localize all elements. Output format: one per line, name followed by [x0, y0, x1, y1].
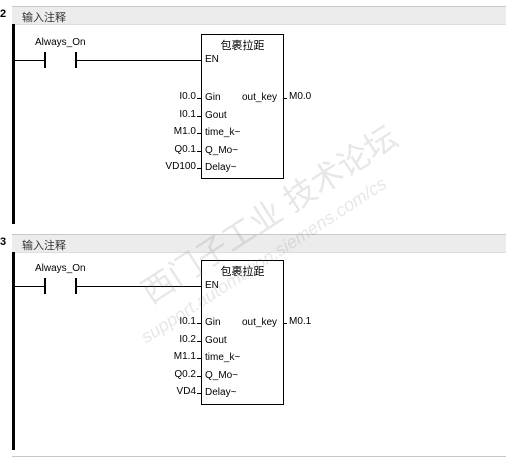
- pin-en: EN: [205, 54, 219, 65]
- input-operand[interactable]: I0.0: [179, 91, 196, 102]
- output-operand[interactable]: M0.1: [289, 316, 312, 327]
- pin-input: Q_Mo~: [205, 370, 239, 381]
- block-title: 包裹拉距: [220, 40, 265, 52]
- function-block[interactable]: 包裹拉距 EN Gin Gout time_k~ Q_Mo~ Delay~ ou…: [201, 260, 284, 405]
- contact-right-bar[interactable]: [75, 52, 77, 68]
- pin-en: EN: [205, 280, 219, 291]
- pin-input: Gout: [205, 110, 227, 121]
- network-comment-bar[interactable]: 输入注释: [12, 234, 506, 253]
- network-number: 3: [0, 236, 7, 248]
- input-operand[interactable]: M1.1: [173, 351, 196, 362]
- network-comment-bar[interactable]: 输入注释: [12, 6, 506, 25]
- contact-left-bar[interactable]: [44, 278, 46, 294]
- wire: [197, 98, 201, 99]
- wire: [15, 286, 44, 287]
- pin-input: Delay~: [205, 162, 237, 173]
- contact-label: Always_On: [35, 263, 86, 274]
- pin-input: Gin: [205, 92, 221, 103]
- wire: [197, 168, 201, 169]
- pin-input: Delay~: [205, 387, 237, 398]
- wire: [197, 393, 201, 394]
- network-number: 2: [0, 8, 7, 20]
- pin-output: out_key: [242, 317, 278, 328]
- network-2: 2 输入注释 Always_On 包裹拉距 EN Gin Gout time_k…: [0, 0, 506, 228]
- contact-right-bar[interactable]: [75, 278, 77, 294]
- input-operand[interactable]: Q0.1: [174, 144, 196, 155]
- pin-input: Gin: [205, 317, 221, 328]
- pin-input: Gout: [205, 335, 227, 346]
- pin-output: out_key: [242, 92, 278, 103]
- wire: [77, 286, 201, 287]
- block-title: 包裹拉距: [220, 266, 265, 278]
- network-comment[interactable]: 输入注释: [22, 240, 66, 252]
- input-operand[interactable]: I0.2: [179, 334, 196, 345]
- input-operand[interactable]: I0.1: [179, 109, 196, 120]
- wire: [197, 323, 201, 324]
- network-comment[interactable]: 输入注释: [22, 12, 66, 24]
- input-operand[interactable]: I0.1: [179, 316, 196, 327]
- contact-left-bar[interactable]: [44, 52, 46, 68]
- power-rail: [12, 24, 15, 224]
- wire: [197, 116, 201, 117]
- input-operand[interactable]: M1.0: [173, 126, 196, 137]
- contact-label: Always_On: [35, 37, 86, 48]
- wire: [197, 341, 201, 342]
- input-operand[interactable]: VD4: [176, 386, 196, 397]
- pin-input: time_k~: [205, 127, 241, 138]
- wire: [197, 376, 201, 377]
- wire: [197, 133, 201, 134]
- wire: [77, 60, 201, 61]
- pin-input: time_k~: [205, 352, 241, 363]
- output-operand[interactable]: M0.0: [289, 91, 312, 102]
- power-rail: [12, 252, 15, 450]
- wire: [283, 323, 287, 324]
- wire: [197, 358, 201, 359]
- pin-input: Q_Mo~: [205, 145, 239, 156]
- input-operand[interactable]: Q0.2: [174, 369, 196, 380]
- wire: [197, 151, 201, 152]
- input-operand[interactable]: VD100: [165, 161, 196, 172]
- wire: [283, 98, 287, 99]
- network-3: 3 输入注释 Always_On 包裹拉距 EN Gin Gout time_k…: [0, 228, 506, 460]
- network-separator: [12, 456, 506, 457]
- function-block[interactable]: 包裹拉距 EN Gin Gout time_k~ Q_Mo~ Delay~ ou…: [201, 34, 284, 179]
- wire: [15, 60, 44, 61]
